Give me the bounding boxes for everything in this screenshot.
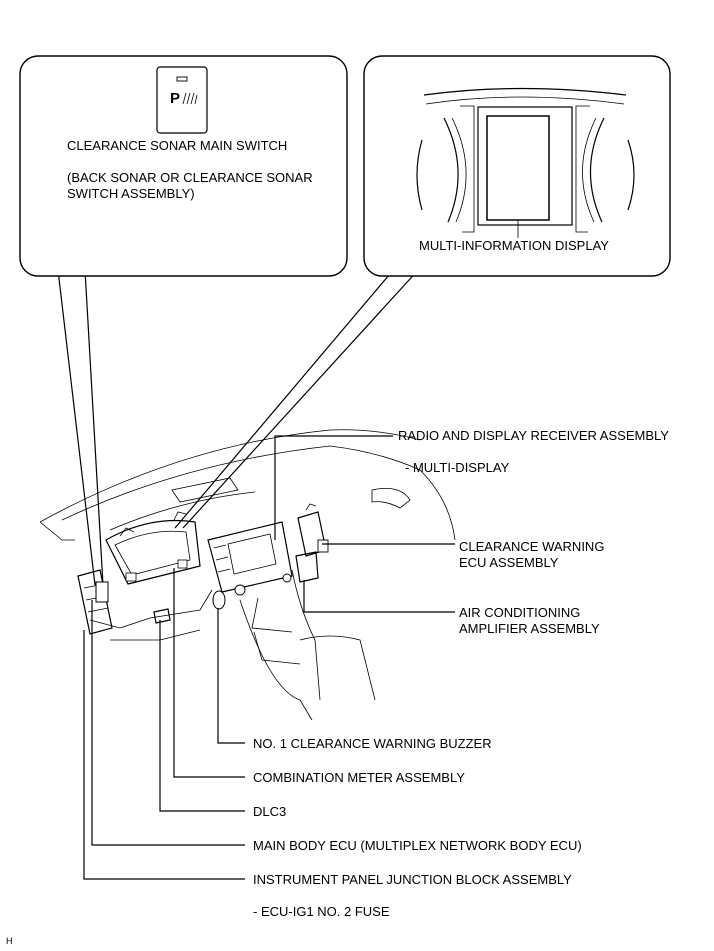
switch-note-line1: (BACK SONAR OR CLEARANCE SONAR bbox=[67, 170, 313, 185]
callout-leaders bbox=[57, 267, 421, 586]
label-buzzer: NO. 1 CLEARANCE WARNING BUZZER bbox=[253, 736, 492, 751]
label-radio-sub: - MULTI-DISPLAY bbox=[405, 460, 510, 475]
label-combination-meter: COMBINATION METER ASSEMBLY bbox=[253, 770, 465, 785]
label-dlc3: DLC3 bbox=[253, 804, 286, 819]
display-callout: MULTI-INFORMATION DISPLAY bbox=[363, 55, 671, 277]
label-clearance-ecu-line2: ECU ASSEMBLY bbox=[459, 555, 559, 570]
label-junction-block-sub: - ECU-IG1 NO. 2 FUSE bbox=[253, 904, 390, 919]
main-body-ecu-shape bbox=[95, 581, 109, 603]
label-ac-amp-line1: AIR CONDITIONING bbox=[459, 605, 580, 620]
label-main-body-ecu: MAIN BODY ECU (MULTIPLEX NETWORK BODY EC… bbox=[253, 838, 582, 853]
display-title: MULTI-INFORMATION DISPLAY bbox=[419, 238, 609, 253]
label-clearance-ecu-line1: CLEARANCE WARNING bbox=[459, 539, 604, 554]
clearance-ecu-shape bbox=[297, 503, 329, 557]
sonar-switch-button: P bbox=[156, 66, 208, 134]
dashboard-drawing bbox=[39, 429, 456, 721]
switch-note-line2: SWITCH ASSEMBLY) bbox=[67, 186, 195, 201]
buzzer-shape bbox=[212, 590, 226, 610]
multi-information-display-screen bbox=[486, 115, 550, 221]
switch-callout-box bbox=[19, 55, 348, 277]
radio-display-receiver-shape bbox=[207, 521, 293, 596]
figure-code: H bbox=[6, 936, 13, 946]
ac-amplifier-shape bbox=[295, 551, 319, 583]
label-radio-display-receiver: RADIO AND DISPLAY RECEIVER ASSEMBLY bbox=[398, 428, 669, 443]
switch-callout: P CLEARANCE SONAR MAIN SWITCH (BACK SONA… bbox=[19, 55, 348, 277]
label-ac-amp-line2: AMPLIFIER ASSEMBLY bbox=[459, 621, 600, 636]
label-junction-block: INSTRUMENT PANEL JUNCTION BLOCK ASSEMBLY bbox=[253, 872, 572, 887]
switch-button-p-glyph: P bbox=[170, 90, 180, 107]
meter-cluster-drawing bbox=[416, 87, 635, 238]
switch-title: CLEARANCE SONAR MAIN SWITCH bbox=[67, 138, 287, 153]
label-leaders bbox=[83, 435, 455, 880]
dlc3-shape bbox=[153, 608, 171, 624]
combination-meter-shape bbox=[105, 511, 201, 585]
parking-sonar-icon bbox=[182, 92, 198, 105]
